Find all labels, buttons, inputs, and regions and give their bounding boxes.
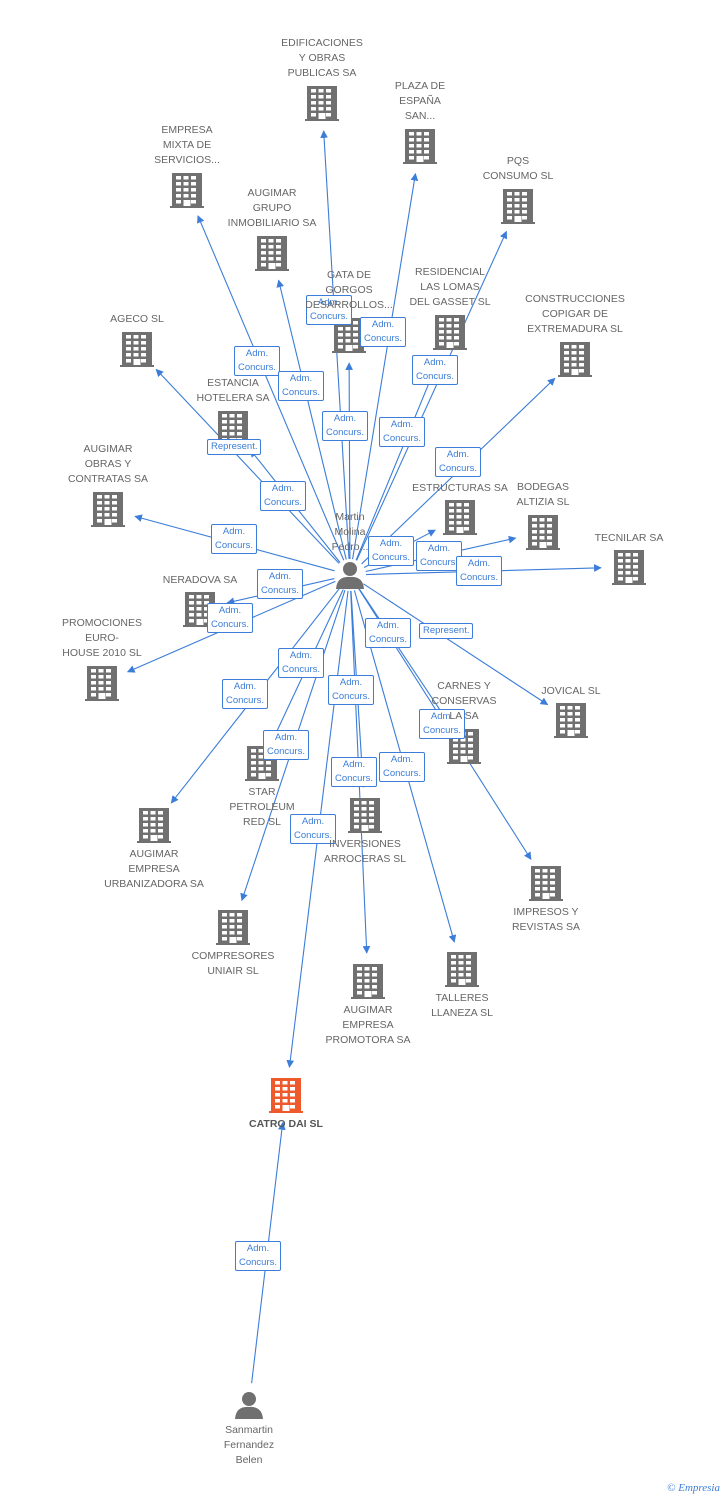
node-label-catro: CATRO DAI SL — [249, 1118, 323, 1130]
building-icon[interactable] — [501, 189, 535, 224]
edge-label-martin-neradova[interactable]: Adm. Concurs. — [257, 569, 304, 599]
building-icon[interactable] — [554, 703, 588, 738]
building-icon[interactable] — [403, 129, 437, 164]
edge-label-martin-empresa_mixta[interactable]: Adm. Concurs. — [234, 346, 281, 376]
node-label-gata: GATA DE GORGOS DESARROLLOS... — [305, 269, 393, 311]
edge-label-martin-augimar_obras[interactable]: Adm. Concurs. — [211, 524, 258, 554]
node-label-estancia: ESTANCIA HOTELERA SA — [196, 377, 270, 404]
edge-label-martin-carnes[interactable]: Adm. Concurs. — [365, 618, 412, 648]
building-icon[interactable] — [445, 952, 479, 987]
edge-label-martin-plaza[interactable]: Adm. Concurs. — [360, 317, 407, 347]
node-label-promociones: PROMOCIONES EURO- HOUSE 2010 SL — [62, 617, 142, 659]
edge-label-martin-construcciones[interactable]: Adm. Concurs. — [435, 447, 482, 477]
node-label-carnes: CARNES Y CONSERVAS LA SA — [431, 680, 497, 722]
edge-martin-carnes — [358, 588, 449, 724]
node-label-sanmartin: Sanmartin Fernandez Belen — [223, 1424, 275, 1466]
edge-label-martin-residencial[interactable]: Adm. Concurs. — [379, 417, 426, 447]
edge-label-martin-ageco[interactable]: Represent. — [207, 439, 262, 455]
edge-martin-ageco — [155, 368, 340, 564]
edge-label-martin-estancia[interactable]: Adm. Concurs. — [260, 481, 307, 511]
node-label-jovical: JOVICAL SL — [541, 685, 601, 697]
edge-label-martin-tecnilar[interactable]: Adm. Concurs. — [456, 556, 503, 586]
node-label-compresores: COMPRESORES UNIAIR SL — [191, 950, 275, 977]
node-label-martin: Martin Molina Pedro... — [331, 511, 369, 553]
building-icon[interactable] — [137, 808, 171, 843]
node-label-edificaciones: EDIFICACIONES Y OBRAS PUBLICAS SA — [281, 37, 363, 79]
person-icon[interactable] — [235, 1392, 263, 1419]
building-icon[interactable] — [443, 500, 477, 535]
edge-label-sanmartin-catro[interactable]: Adm. Concurs. — [235, 1241, 282, 1271]
node-label-neradova: NERADOVA SA — [162, 574, 238, 586]
building-icon[interactable] — [305, 86, 339, 121]
node-label-estructuras: ESTRUCTURAS SA — [412, 482, 508, 494]
building-icon[interactable] — [348, 798, 382, 833]
building-icon[interactable] — [120, 332, 154, 367]
building-icon[interactable] — [529, 866, 563, 901]
building-icon[interactable] — [85, 666, 119, 701]
node-label-bodegas: BODEGAS ALTIZIA SL — [516, 481, 570, 508]
node-label-plaza: PLAZA DE ESPAÑA SAN... — [394, 80, 446, 122]
building-icon[interactable] — [245, 746, 279, 781]
building-icon[interactable] — [91, 492, 125, 527]
node-label-tecnilar: TECNILAR SA — [594, 532, 664, 544]
edge-label-martin-jovical[interactable]: Represent. — [419, 623, 474, 639]
building-icon[interactable] — [351, 964, 385, 999]
nodes-layer — [85, 86, 646, 1419]
edge-label-martin-star[interactable]: Adm. Concurs. — [278, 648, 325, 678]
edge-label-martin-compresores[interactable]: Adm. Concurs. — [263, 730, 310, 760]
node-label-pqs: PQS CONSUMO SL — [482, 155, 554, 182]
edge-label-martin-inversiones[interactable]: Adm. Concurs. — [328, 675, 375, 705]
node-label-impresos: IMPRESOS Y REVISTAS SA — [511, 906, 581, 933]
building-icon[interactable] — [558, 342, 592, 377]
node-label-residencial: RESIDENCIAL LAS LOMAS DEL GASSET SL — [409, 266, 491, 308]
edge-martin-empresa_mixta — [197, 215, 345, 561]
building-icon[interactable] — [612, 550, 646, 585]
edge-martin-augimar_grupo — [276, 279, 347, 560]
edge-label-martin-catro[interactable]: Adm. Concurs. — [290, 814, 337, 844]
edge-label-martin-impresos[interactable]: Adm. Concurs. — [419, 709, 466, 739]
building-icon[interactable] — [216, 910, 250, 945]
edge-label-martin-talleres[interactable]: Adm. Concurs. — [379, 752, 426, 782]
node-label-empresa_mixta: EMPRESA MIXTA DE SERVICIOS... — [154, 124, 220, 166]
person-icon[interactable] — [336, 562, 364, 589]
edge-label-martin-gata[interactable]: Adm. Concurs. — [322, 411, 369, 441]
node-label-construcciones: CONSTRUCCIONES COPIGAR DE EXTREMADURA SL — [525, 293, 625, 335]
node-label-star: STAR PETROLEUM RED SL — [229, 786, 295, 828]
edge-martin-residencial — [355, 357, 441, 561]
edge-label-martin-pqs[interactable]: Adm. Concurs. — [412, 355, 459, 385]
copyright: © Empresia — [667, 1482, 720, 1494]
edge-label-martin-augimar_grupo[interactable]: Adm. Concurs. — [278, 371, 325, 401]
edge-martin-plaza — [352, 172, 419, 560]
building-icon[interactable] — [255, 236, 289, 271]
building-icon[interactable] — [170, 173, 204, 208]
edge-label-martin-augimar_prom[interactable]: Adm. Concurs. — [331, 757, 378, 787]
node-label-talleres: TALLERES LLANEZA SL — [431, 992, 493, 1019]
edge-label-martin-edificaciones[interactable]: Adm. Concurs. — [306, 295, 353, 325]
edge-label-martin-augimar_urban[interactable]: Adm. Concurs. — [222, 679, 269, 709]
node-label-augimar_grupo: AUGIMAR GRUPO INMOBILIARIO SA — [227, 187, 317, 229]
node-label-ageco: AGECO SL — [110, 313, 164, 325]
node-label-augimar_prom: AUGIMAR EMPRESA PROMOTORA SA — [325, 1004, 411, 1046]
edge-martin-jovical — [363, 583, 549, 706]
edge-martin-gata — [345, 362, 353, 560]
node-label-augimar_urban: AUGIMAR EMPRESA URBANIZADORA SA — [104, 848, 204, 890]
edge-label-martin-estructuras[interactable]: Adm. Concurs. — [368, 536, 415, 566]
edge-martin-pqs — [356, 230, 508, 561]
edge-label-martin-promociones[interactable]: Adm. Concurs. — [207, 603, 254, 633]
building-icon[interactable] — [433, 315, 467, 350]
building-icon[interactable] — [269, 1078, 303, 1113]
building-icon[interactable] — [526, 515, 560, 550]
node-label-augimar_obras: AUGIMAR OBRAS Y CONTRATAS SA — [67, 443, 149, 485]
node-label-inversiones: INVERSIONES ARROCERAS SL — [323, 838, 407, 865]
